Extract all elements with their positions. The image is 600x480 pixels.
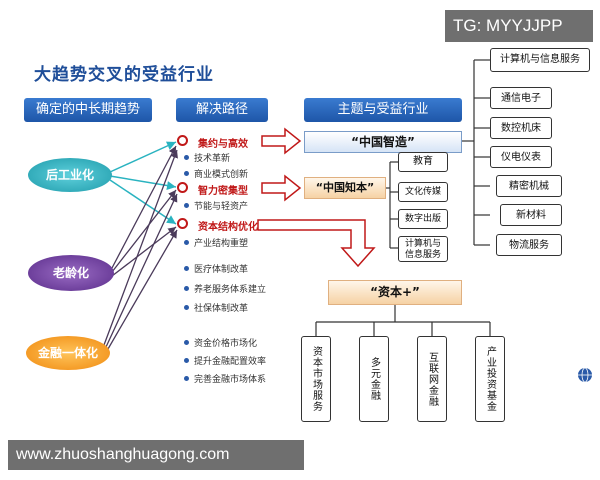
capital-item: 多元金融 (359, 336, 389, 422)
arrow-postind-to-path3 (109, 179, 177, 225)
bullet-icon (184, 203, 189, 208)
bullet-icon (184, 240, 189, 245)
bullet-icon (184, 155, 189, 160)
path-sub: 提升金融配置效率 (194, 357, 267, 367)
path-label-3: 资本结构优化 (198, 222, 258, 233)
watermark-bottom: www.zhuoshanghuagong.com (8, 440, 304, 470)
theme-knowledge-capital: “中国知本” (304, 177, 386, 199)
arrow-aging-to-path1 (111, 145, 177, 269)
arrow-postind-to-path1 (109, 141, 177, 173)
trend-aging: 老龄化 (28, 255, 114, 291)
smart-item: 物流服务 (496, 234, 562, 256)
globe-icon (578, 367, 592, 383)
path-sub: 商业模式创新 (194, 170, 249, 180)
path-marker-3 (177, 218, 188, 229)
path-marker-2 (177, 182, 188, 193)
smart-bracket (462, 59, 490, 246)
path-sub: 养老服务体系建立 (194, 285, 267, 295)
path-sub: 完善金融市场体系 (194, 375, 267, 385)
bullet-icon (184, 340, 189, 345)
path-sub: 社保体制改革 (194, 304, 249, 314)
capital-item: 产业投资基金 (475, 336, 505, 422)
smart-item: 新材料 (500, 204, 562, 226)
smart-item: 计算机与信息服务 (490, 48, 590, 72)
arrow-finance-to-path3 (107, 229, 178, 350)
knowledge-item: 教育 (398, 152, 448, 172)
path-marker-1 (177, 135, 188, 146)
trend-financial-integration: 金融一体化 (26, 336, 110, 370)
path-sub: 医疗体制改革 (194, 265, 249, 275)
header-themes: 主题与受益行业 (304, 98, 462, 122)
knowledge-item: 数字出版 (398, 209, 448, 229)
theme-capital-plus: “资本+” (328, 280, 462, 305)
page-title: 大趋势交叉的受益行业 (34, 65, 214, 85)
arrow-path1-to-smart (261, 127, 302, 155)
path-sub: 技术革新 (194, 154, 231, 164)
path-sub: 资金价格市场化 (194, 339, 258, 349)
bullet-icon (184, 305, 189, 310)
arrow-aging-to-path3 (111, 226, 177, 277)
path-label-1: 集约与高效 (198, 139, 248, 150)
knowledge-bracket (386, 161, 398, 249)
knowledge-item: 计算机与 信息服务 (398, 236, 448, 262)
smart-item: 精密机械 (496, 175, 562, 197)
arrow-postind-to-path2 (109, 175, 177, 190)
smart-item: 数控机床 (490, 117, 552, 139)
knowledge-item: 文化传媒 (398, 182, 448, 202)
path-sub: 产业结构重塑 (194, 239, 249, 249)
arrow-finance-to-path1 (103, 149, 178, 346)
trend-post-industrial: 后工业化 (28, 158, 112, 192)
smart-item: 通信电子 (490, 87, 552, 109)
bullet-icon (184, 376, 189, 381)
capital-item: 资本市场服务 (301, 336, 331, 422)
bullet-icon (184, 266, 189, 271)
smart-item: 仪电仪表 (490, 146, 552, 168)
capital-bracket (315, 305, 491, 336)
header-paths: 解决路径 (176, 98, 268, 122)
bullet-icon (184, 171, 189, 176)
trend-arrows (103, 141, 178, 350)
capital-item: 互联网金融 (417, 336, 447, 422)
watermark-top: TG: MYYJJPP (445, 10, 593, 42)
bullet-icon (184, 358, 189, 363)
path-sub: 节能与轻资产 (194, 202, 249, 212)
theme-smart-manufacturing: “中国智造” (304, 131, 462, 153)
arrow-path3-to-capital (257, 219, 376, 268)
arrow-finance-to-path2 (105, 193, 178, 348)
arrow-aging-to-path2 (111, 189, 177, 273)
bullet-icon (184, 286, 189, 291)
header-trends: 确定的中长期趋势 (24, 98, 152, 122)
arrow-path2-to-knowledge (261, 174, 302, 202)
path-label-2: 智力密集型 (198, 186, 248, 197)
